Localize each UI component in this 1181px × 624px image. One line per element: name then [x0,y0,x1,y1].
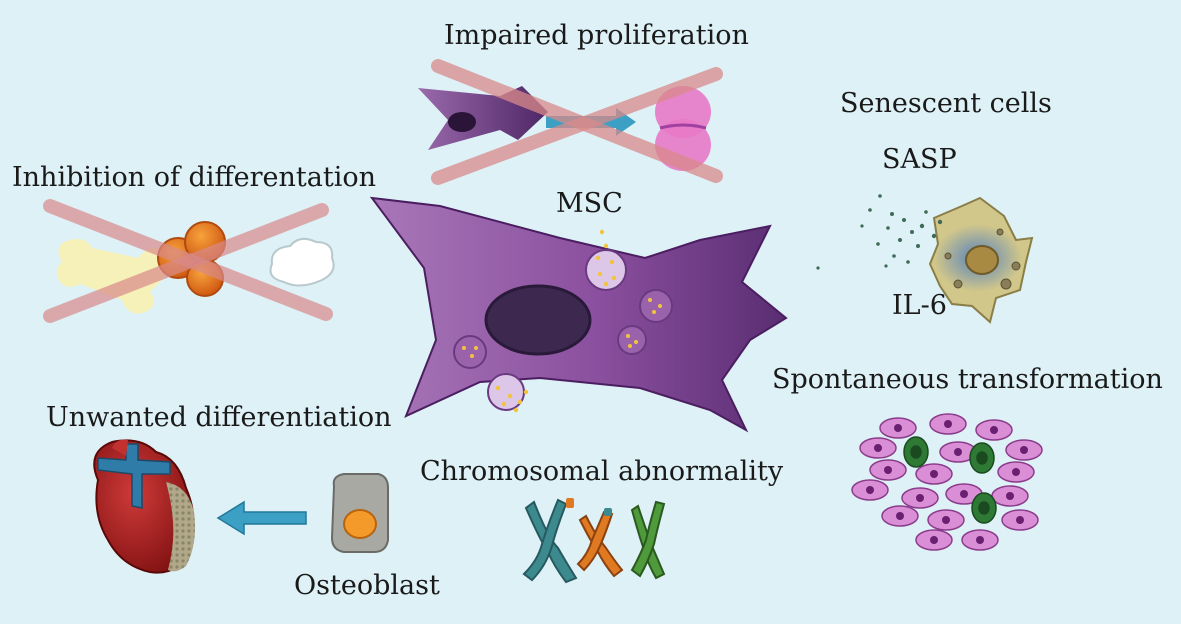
label-spontaneous-transformation: Spontaneous transformation [772,364,1163,395]
impaired-proliferation-illustration [418,59,723,185]
differentiation-cross-line-b [43,203,329,323]
proliferation-cross-line-b [431,67,723,185]
senescent-cell-illustration [816,194,1034,324]
tumor-cells-pink [851,413,1043,551]
label-impaired-proliferation: Impaired proliferation [444,20,749,51]
heart-illustration [93,439,195,574]
tumor-cell-cluster [851,413,1043,551]
label-chromosomal-abnormality: Chromosomal abnormality [420,456,784,487]
fat-tissue-blob [269,237,335,287]
label-osteoblast: Osteoblast [294,570,440,601]
vesicle-top [585,249,627,291]
senescent-nucleus [965,245,999,275]
msc-nucleus [484,284,592,356]
vesicle-right [639,289,673,323]
senescent-granules [944,228,1021,290]
label-senescent-cells: Senescent cells [840,88,1052,119]
label-unwanted-differentiation: Unwanted differentiation [46,402,392,433]
label-sasp: SASP [882,144,957,175]
label-il6: IL-6 [892,290,947,321]
transformed-cells-green [903,436,997,524]
vesicle-middle [617,325,647,355]
msc-secretion-particles [462,229,662,413]
chromosome-orange [576,508,624,578]
tumor-cell-nuclei [866,420,1028,544]
osteoblast-illustration [330,473,389,553]
msc-cell-illustration [369,196,788,433]
sasp-particles [816,194,943,270]
chromosome-green [630,500,666,580]
osteoblast-nucleus [343,509,377,539]
differentiation-arrow [216,500,307,536]
heart-tissue-patch [166,482,195,572]
bone-shape [56,239,172,314]
heart-vessel-red [112,439,128,456]
mitotic-spindle [659,123,707,130]
label-msc: MSC [556,188,623,219]
proliferating-cell-nucleus [448,112,476,132]
inhibition-of-differentiation-illustration [43,199,335,323]
chromosome-teal [522,498,578,584]
vesicle-left [453,335,487,369]
label-inhibition-of-differentiation: Inhibition of differentation [12,162,376,193]
chromosomes [522,498,666,584]
